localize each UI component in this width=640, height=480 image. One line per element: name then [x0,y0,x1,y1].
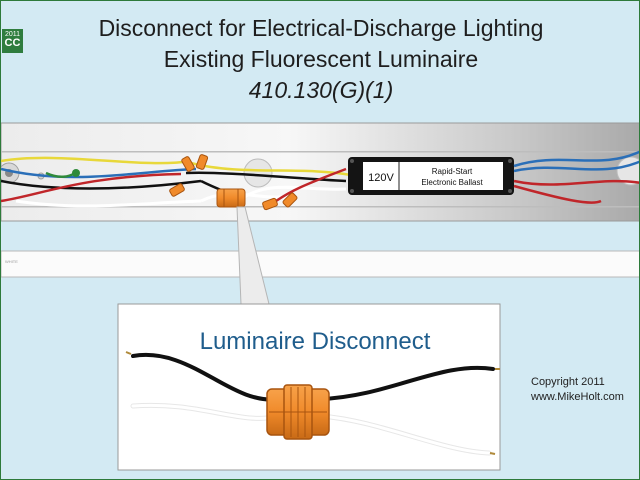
inset-disconnect-connector [266,384,330,440]
red-wire-right-2 [513,184,602,204]
code-year-badge: 2011 CC [2,29,23,53]
title-line-1: Disconnect for Electrical-Discharge Ligh… [98,15,544,41]
ballast-white-lead [240,185,347,201]
channel-ridge [1,151,639,153]
blue-wire-right-2 [513,160,639,173]
ballast-voltage: 120V [368,172,394,184]
ballast-red-lead [275,167,347,203]
ballast-type-line-1: Rapid-Start [432,167,473,176]
code-reference: 410.130(G)(1) [248,77,394,103]
black-supply-wire [1,179,202,190]
blue-wire-right [513,150,639,168]
wire-nut [262,197,278,211]
yellow-wire [1,156,192,165]
red-wire-left [1,172,182,203]
luminaire-disconnect-connector [216,188,246,208]
title-line-2: Existing Fluorescent Luminaire [163,46,479,72]
ground-screw [72,169,80,177]
wire-nut [169,183,185,197]
copyright-website: www.MikeHolt.com [531,391,624,403]
channel-ridge [1,206,639,208]
ballast-type-line-2: Electronic Ballast [421,178,483,187]
red-wire-right [513,179,639,186]
ballast-black-lead [185,171,347,183]
copyright-notice: Copyright 2011 www.MikeHolt.com [531,375,639,405]
badge-code: CC [4,37,21,49]
knockout-middle [243,158,273,188]
wire-nut [195,154,209,170]
inset-label: Luminaire Disconnect [200,328,431,355]
ballast-label-panel [363,162,503,190]
badge-year: 2011 [4,31,21,38]
white-wire [15,199,202,208]
wire-nut [181,156,195,172]
wire-nut [282,192,298,208]
svg-text:WHITE: WHITE [5,259,18,264]
blue-wire-left [1,167,197,179]
luminaire-lens-strip [1,250,639,278]
copyright-line-1: Copyright 2011 [531,376,605,388]
inset-black-wire [131,352,495,402]
